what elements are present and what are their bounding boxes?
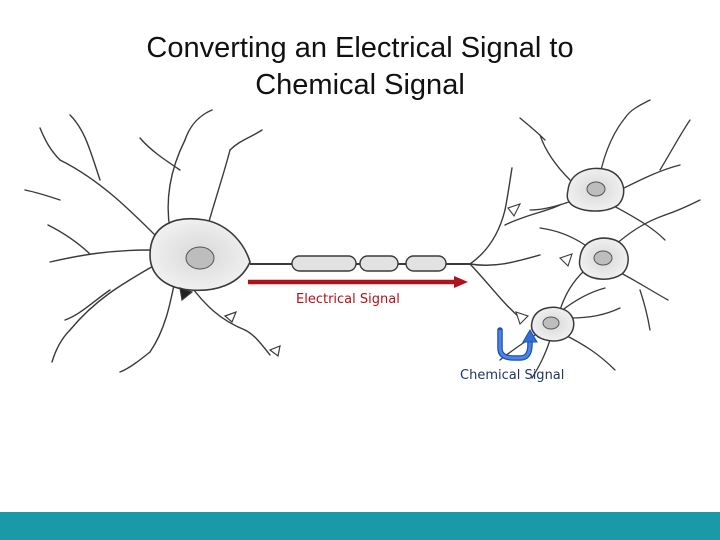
title-line-2: Chemical Signal: [255, 69, 465, 101]
myelin-sheath: [291, 255, 357, 272]
electrical-signal-arrow: [248, 276, 468, 288]
myelin-sheath: [405, 255, 447, 272]
postsynaptic-neuron-middle: [539, 199, 701, 331]
axon-terminals: [469, 167, 561, 319]
axon: [250, 255, 470, 272]
postsynaptic-neuron-bottom: [499, 287, 621, 379]
slide-title: Converting an Electrical Signal to Chemi…: [60, 30, 660, 104]
footer-bar: [0, 512, 720, 540]
title-line-1: Converting an Electrical Signal to: [146, 32, 574, 64]
incoming-synapses: [179, 287, 281, 358]
presynaptic-dendrites: [24, 109, 271, 373]
myelin-sheath: [359, 255, 399, 272]
presynaptic-nucleus: [185, 246, 215, 270]
postsynaptic-neuron-top: [507, 99, 691, 241]
chemical-signal-arrow: [497, 327, 538, 361]
electrical-signal-label: Electrical Signal: [296, 292, 400, 307]
chemical-signal-label: Chemical Signal: [460, 368, 565, 383]
